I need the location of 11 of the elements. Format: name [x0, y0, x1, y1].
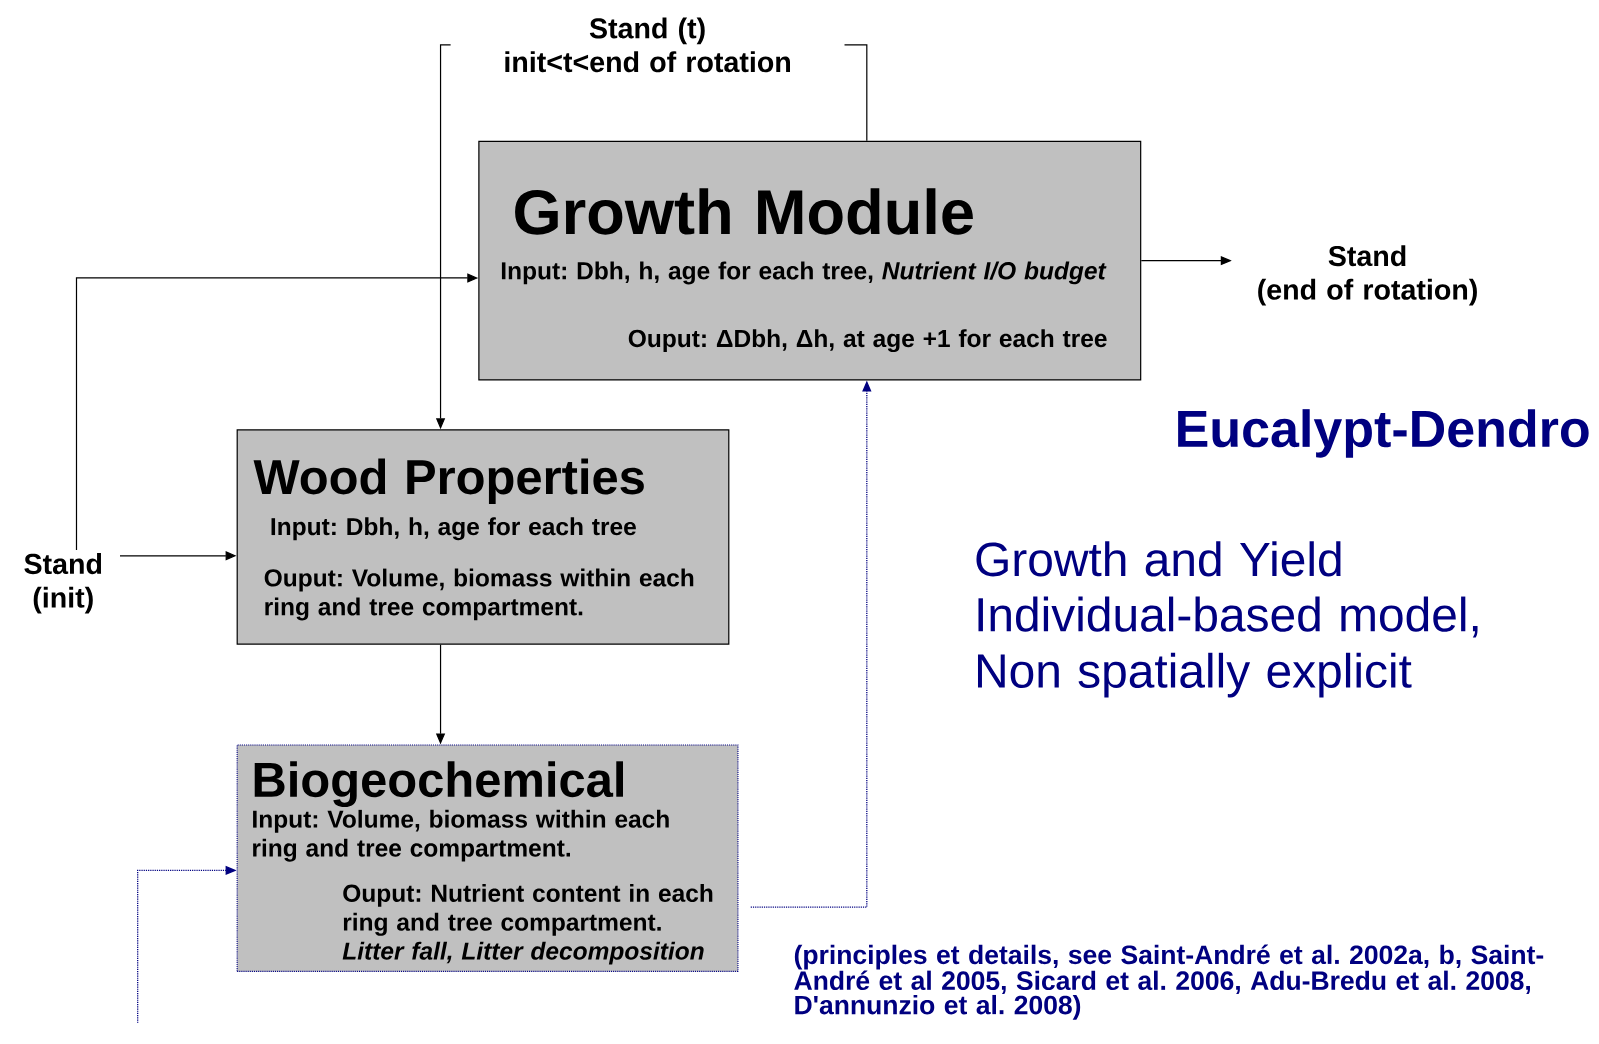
- description-text: Non spatially explicit: [978, 652, 1412, 698]
- description-text: Growth and Yield: [976, 541, 1341, 577]
- stage-label: Stand (init): [24, 553, 102, 614]
- process-box: Biogeochemical Input: Volume, biomass within each ring and tree compartment. Ouput: Nutrient content in each ring and tree compartment. Litter fall, Litter decomposition: [236, 744, 739, 972]
- stage-label: Stand (end of rotation): [1258, 245, 1477, 306]
- process-box: Growth Module Input: Dbh, h, age for each tree, Nutrient I/O budget Ouput: ΔDbh, Δh, at age +1 for each tree: [478, 140, 1142, 381]
- title: Eucalypt-Dendro: [1178, 409, 1589, 458]
- description-text: Individual-based model,: [978, 596, 1478, 638]
- stage-label: Stand (t) init<t<end of rotation: [505, 17, 790, 73]
- reference-note: (principles et details, see Saint-André et al. 2002a, b, Saint-André et al 2005, Sicard et al. 2006, Adu-Bredu et al. 2008, D'annunzio et al. 2008): [794, 944, 1544, 1020]
- process-box: Wood Properties Input: Dbh, h, age for each tree Ouput: Volume, biomass within each ring and tree compartment.: [236, 429, 730, 645]
